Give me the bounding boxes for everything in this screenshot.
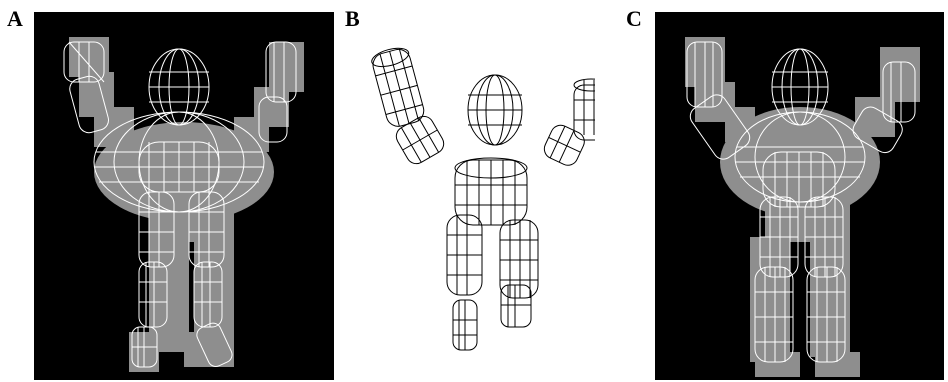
panel-b-wireframe xyxy=(370,45,595,350)
panel-label-a: A xyxy=(7,8,23,30)
panel-label-b: B xyxy=(345,8,360,30)
panel-c-figure xyxy=(655,12,944,380)
panel-a-figure xyxy=(34,12,334,380)
panel-b-wireframe-parts xyxy=(355,40,595,376)
panel-label-c: C xyxy=(626,8,642,30)
panel-a-silhouette-with-model xyxy=(34,12,334,380)
panel-b-figure xyxy=(355,40,595,376)
panel-c-refined-model xyxy=(655,12,944,380)
